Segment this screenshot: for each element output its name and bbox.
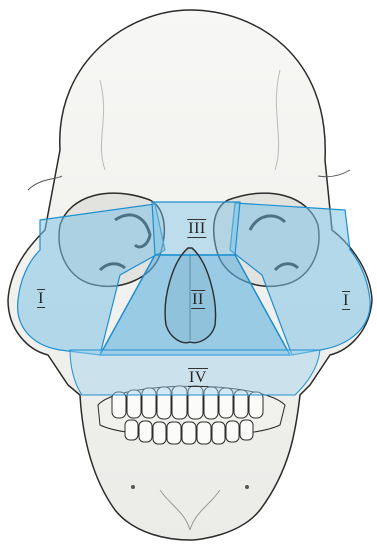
zone-ii-label: II <box>191 292 205 308</box>
zone-iii-label: III <box>187 221 206 237</box>
lower-teeth <box>125 420 253 444</box>
zone-i-right-label: I <box>342 293 350 309</box>
zone-iv-label: IV <box>188 370 208 386</box>
zone-i-left-label: I <box>37 291 45 307</box>
